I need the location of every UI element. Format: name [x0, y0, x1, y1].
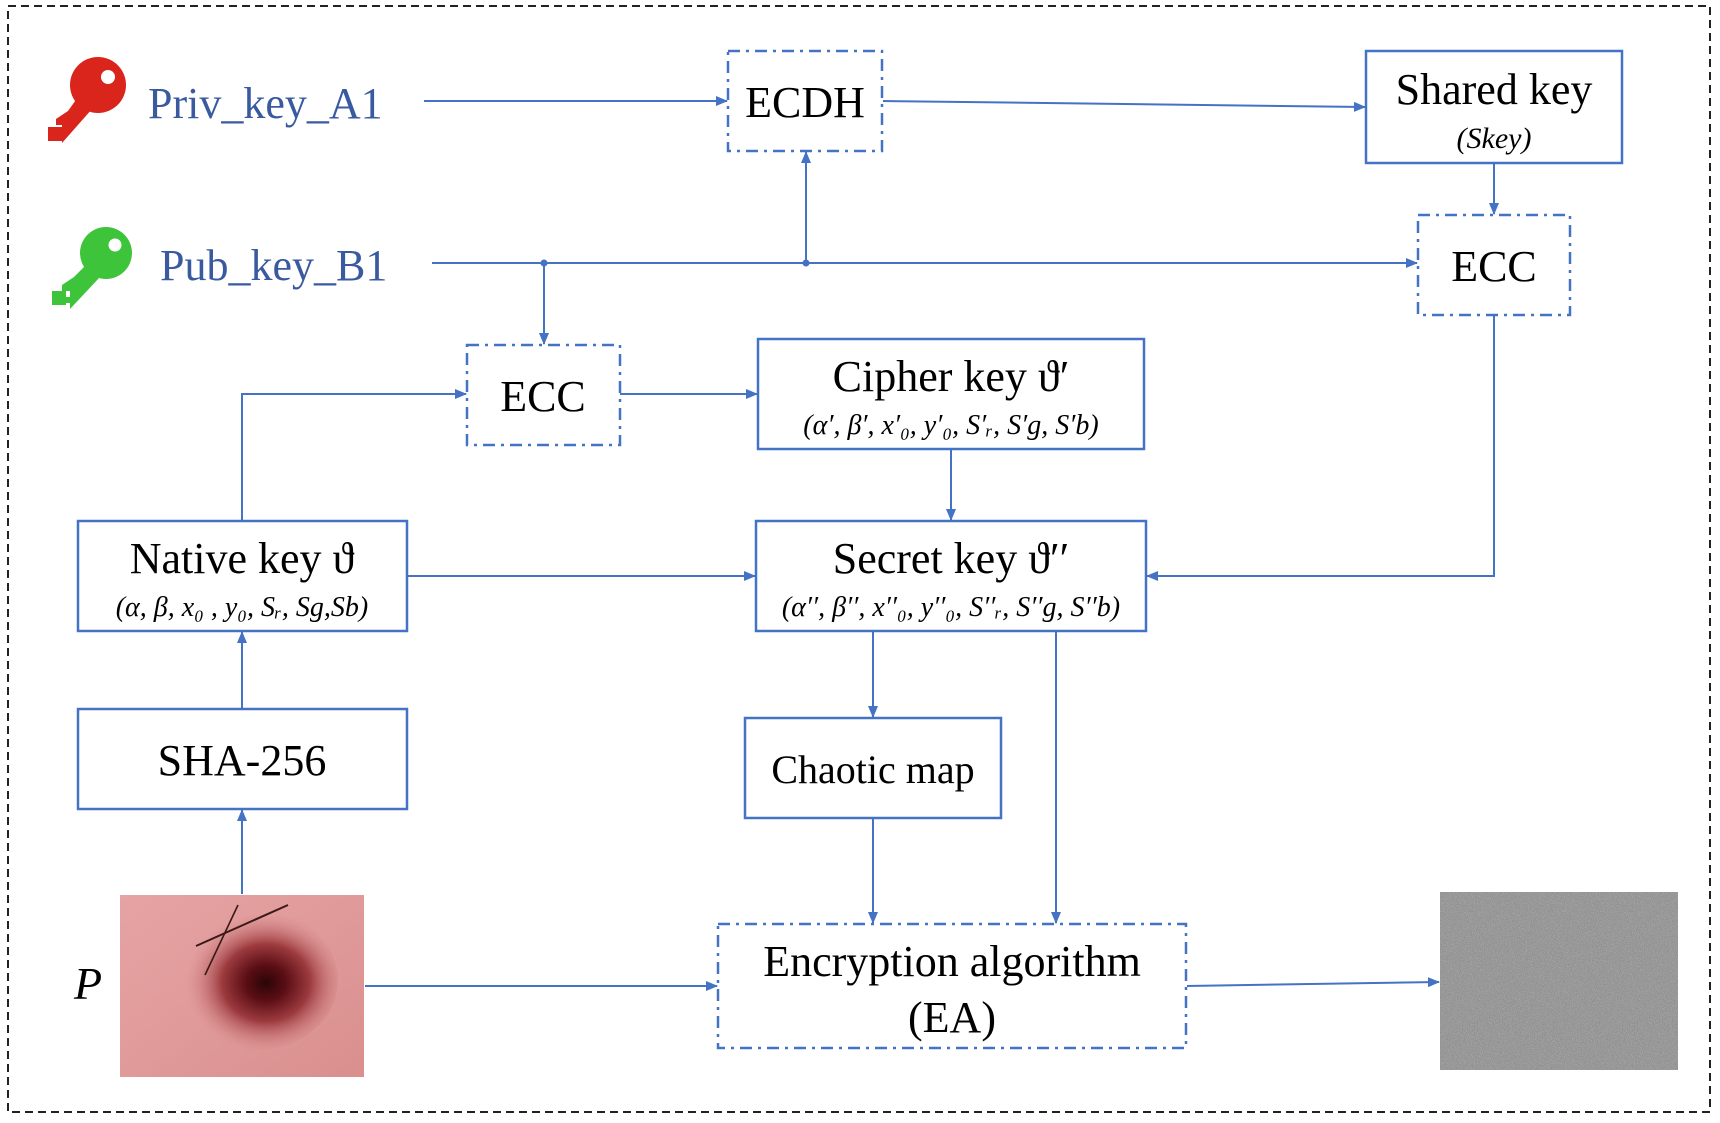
- encryption-box: [716, 922, 1188, 1050]
- ecc-right-label: ECC: [1451, 242, 1537, 291]
- ecc-mid-box: [465, 343, 622, 447]
- encryption-label-line1: Encryption algorithm: [763, 937, 1141, 986]
- secret-key-box: [754, 519, 1148, 633]
- shared-key-title: Shared key: [1396, 65, 1593, 114]
- ecdh-label: ECDH: [745, 78, 865, 127]
- native-key-params: (α, β, x₀ , y₀, Sᵣ, Sg,Sb): [116, 592, 369, 623]
- secret-key-params: (α′′, β′′, x′′₀, y′′₀, S′′ᵣ, S′′g, S′′b): [782, 592, 1120, 623]
- native-key-title: Native key ϑ: [130, 534, 355, 583]
- sha-box: [76, 707, 409, 811]
- cipher-key-box: [756, 337, 1146, 451]
- native-key-box: [76, 519, 409, 633]
- cipher-key-title: Cipher key ϑ′: [833, 352, 1070, 401]
- green-key-icon: [52, 227, 132, 309]
- connectors: [237, 96, 1499, 991]
- skin-lesion-image: [120, 895, 364, 1077]
- noise-image: [1440, 892, 1678, 1070]
- ecc-mid-label: ECC: [500, 372, 586, 421]
- cipher-key-params: (α′, β′, x′₀, y′₀, S′ᵣ, S′g, S′b): [803, 410, 1098, 441]
- priv-key-label: Priv_key_A1: [148, 79, 383, 128]
- plain-image-label: P: [73, 958, 102, 1009]
- outer-frame: [7, 5, 1711, 1113]
- pub-key-label: Pub_key_B1: [160, 241, 387, 290]
- encryption-label-line2: (EA): [908, 993, 996, 1042]
- shared-key-sub: (Skey): [1457, 122, 1532, 155]
- secret-key-title: Secret key ϑ′′: [833, 534, 1070, 583]
- chaotic-map-box: [743, 716, 1003, 820]
- sha-label: SHA-256: [158, 736, 327, 785]
- red-key-icon: [48, 57, 126, 143]
- shared-key-box: [1364, 49, 1624, 165]
- ecc-right-box: [1416, 213, 1572, 317]
- chaotic-map-label: Chaotic map: [771, 747, 974, 792]
